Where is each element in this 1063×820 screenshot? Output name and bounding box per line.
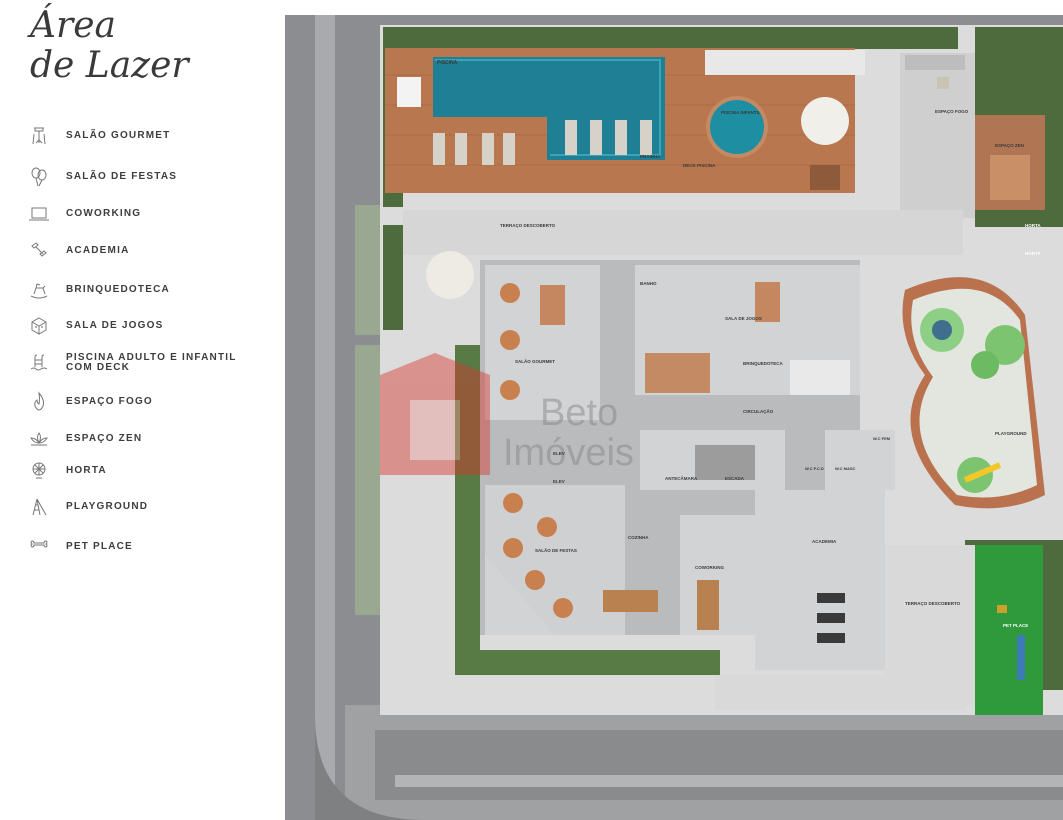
label-wc-fem: W.C FEM [873,436,891,441]
legend-item-salao-gourmet: SALÃO GOURMET [26,124,256,148]
legend-label: SALÃO GOURMET [66,130,171,141]
label-terraco-descoberto-2: TERRAÇO DESCOBERTO [905,601,961,606]
pool-ladder-icon [26,352,52,374]
label-wc-pcd: W.C P.C.D [805,466,824,471]
label-coworking: COWORKING [695,565,724,570]
legend-label: ESPAÇO ZEN [66,433,143,444]
label-piscina-infantil: PISCINA INFANTIL [721,110,761,115]
label-cozinha: COZINHA [628,535,649,540]
label-circulacao: CIRCULAÇÃO [743,408,774,414]
label-prainha: PRAINHA [640,154,661,159]
pool [433,57,665,117]
legend-label: PISCINA ADULTO E INFANTIL COM DECK [66,352,237,373]
legend-label: HORTA [66,465,107,476]
label-piscina: PISCINA [437,60,458,66]
label-antecamara: ANTECÂMARA [665,475,698,481]
legend-item-sala-de-jogos: SALA DE JOGOS [26,314,256,338]
dumbbell-icon [26,240,52,262]
label-brinquedoteca: BRINQUEDOTECA [743,361,784,366]
slide-icon [26,496,52,518]
floor-plan: Beto Imóveis PISCINA PISCINA INFANTIL PR… [285,15,1063,820]
legend-label: PLAYGROUND [66,501,149,512]
legend-label: SALA DE JOGOS [66,320,164,331]
watermark: Beto Imóveis [380,353,634,475]
laptop-icon [26,203,52,225]
label-salao-gourmet: SALÃO GOURMET [515,358,555,364]
legend-item-pet-place: PET PLACE [26,535,256,559]
label-banho: BANHO [640,281,657,286]
label-terraco-descoberto-1: TERRAÇO DESCOBERTO [500,223,556,228]
label-elev-2: ELEV [553,479,565,484]
flame-icon [26,391,52,413]
watermark-text-2: Imóveis [503,432,634,474]
pet-place-lawn [975,545,1043,715]
legend-item-piscina: PISCINA ADULTO E INFANTIL COM DECK [26,351,256,375]
title-line-1: Área [30,5,116,46]
legend-item-academia: ACADEMIA [26,239,256,263]
legend-label: ESPAÇO FOGO [66,396,153,407]
page-title: Área de Lazer [30,6,189,86]
rocking-horse-icon [26,279,52,301]
legend-label: COWORKING [66,208,142,219]
label-pet-place: PET PLACE [1003,623,1028,628]
legend-item-coworking: COWORKING [26,202,256,226]
label-horta-2: HORTA [1025,251,1041,256]
bone-icon [26,536,52,558]
legend-item-brinquedoteca: BRINQUEDOTECA [26,278,256,302]
label-elev-1: ELEV [553,451,565,456]
label-academia: ACADEMIA [812,539,837,544]
watermark-text-1: Beto [540,392,618,434]
lotus-icon [26,428,52,450]
legend-label: BRINQUEDOTECA [66,284,170,295]
umbrella [801,97,849,145]
legend-item-horta: HORTA [26,459,256,483]
legend-item-espaco-fogo: ESPAÇO FOGO [26,390,256,414]
dining-icon [26,125,52,147]
legend-label: ACADEMIA [66,245,130,256]
label-escada: ESCADA [725,476,745,481]
label-deck-piscina: DECK PISCINA [683,163,716,168]
label-espaco-zen: ESPAÇO ZEN [995,143,1024,148]
legend-item-salao-de-festas: SALÃO DE FESTAS [26,165,256,189]
dice-icon [26,315,52,337]
legend-item-playground: PLAYGROUND [26,495,256,519]
label-espaco-fogo: ESPAÇO FOGO [935,109,969,114]
legend-label: PET PLACE [66,541,133,552]
plant-icon [26,460,52,482]
label-salao-de-festas: SALÃO DE FESTAS [535,547,577,553]
legend-item-espaco-zen: ESPAÇO ZEN [26,427,256,451]
label-horta-1: HORTA [1025,223,1041,228]
legend-label: SALÃO DE FESTAS [66,171,178,182]
label-wc-masc: W.C MASC [835,466,856,471]
balloons-icon [26,166,52,188]
label-sala-de-jogos: SALA DE JOGOS [725,316,762,321]
label-playground: PLAYGROUND [995,431,1027,436]
kids-pool [710,100,764,154]
title-line-2: de Lazer [30,45,189,86]
